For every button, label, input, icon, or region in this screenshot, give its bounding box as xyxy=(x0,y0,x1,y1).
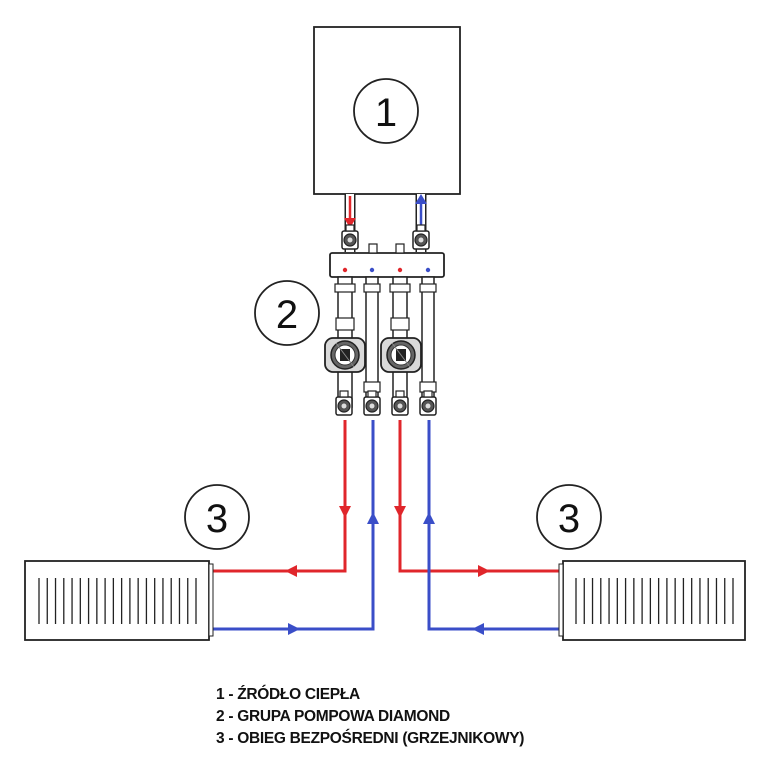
boiler-connections xyxy=(341,194,430,252)
arrow-up-icon xyxy=(367,512,379,524)
radiator-icon xyxy=(558,560,746,641)
circulation-pump-icon xyxy=(324,337,366,373)
legend-item-pump-group: 2 - GRUPA POMPOWA DIAMOND xyxy=(216,708,450,725)
ball-valve-icon xyxy=(341,224,359,250)
arrow-left-icon xyxy=(285,565,297,577)
marker-circuit-right: 3 xyxy=(536,484,602,550)
arrow-down-icon xyxy=(394,506,406,518)
marker-pump-group-number: 2 xyxy=(276,293,298,337)
arrow-down-icon xyxy=(339,506,351,518)
arrow-down-icon xyxy=(344,218,356,228)
legend-item-direct-circuit: 3 - OBIEG BEZPOŚREDNI (GRZEJNIKOWY) xyxy=(216,730,525,747)
supply-line-left xyxy=(210,420,347,573)
arrow-right-icon xyxy=(478,565,490,577)
legend: 1 - ŹRÓDŁO CIEPŁA 2 - GRUPA POMPOWA DIAM… xyxy=(216,684,656,750)
circuit-right-pipes xyxy=(394,420,563,635)
pump-group-pipes xyxy=(334,276,437,408)
legend-item-heat-source: 1 - ŹRÓDŁO CIEPŁA xyxy=(216,686,360,703)
marker-circuit-left-number: 3 xyxy=(206,497,228,541)
marker-pump-group: 2 xyxy=(254,280,320,346)
return-line-left xyxy=(210,420,375,631)
supply-line-right xyxy=(398,420,563,573)
arrow-up-icon xyxy=(423,512,435,524)
marker-circuit-right-number: 3 xyxy=(558,497,580,541)
circulation-pump-icon xyxy=(380,337,422,373)
marker-source: 1 xyxy=(353,78,419,144)
arrow-up-icon xyxy=(415,194,427,204)
manifold xyxy=(329,243,445,278)
ball-valve-icon xyxy=(412,224,430,250)
marker-circuit-left: 3 xyxy=(184,484,250,550)
marker-source-number: 1 xyxy=(375,91,397,135)
radiator-icon xyxy=(24,560,214,641)
circuit-left-pipes xyxy=(210,420,379,635)
arrow-right-icon xyxy=(288,623,300,635)
return-line-right xyxy=(427,420,563,631)
arrow-left-icon xyxy=(472,623,484,635)
